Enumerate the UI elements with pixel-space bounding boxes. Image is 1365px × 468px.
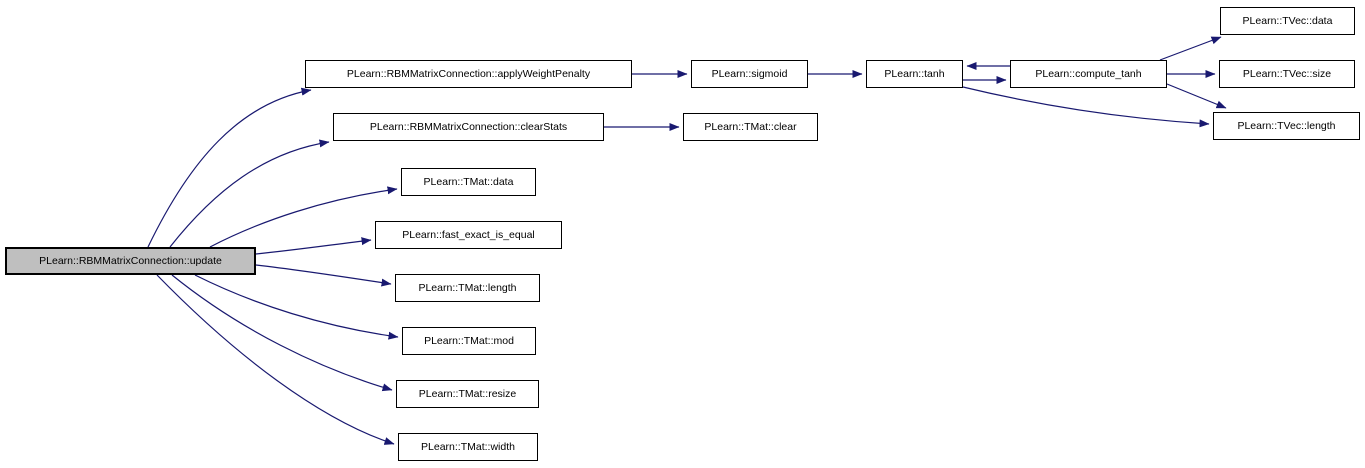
node-tmat_clear[interactable]: PLearn::TMat::clear [683,113,818,141]
node-tanh[interactable]: PLearn::tanh [866,60,963,88]
node-fast_exact_is_equal[interactable]: PLearn::fast_exact_is_equal [375,221,562,249]
node-update: PLearn::RBMMatrixConnection::update [5,247,256,275]
edge-update-clearStats [169,139,330,248]
node-tvec_length[interactable]: PLearn::TVec::length [1213,112,1360,140]
node-tmat_mod[interactable]: PLearn::TMat::mod [402,327,536,355]
edge-update-tmat-data [209,186,398,248]
node-tmat_length[interactable]: PLearn::TMat::length [395,274,540,302]
edge-update-tmat-width [156,274,395,445]
edge-update-applyWeightPenalty [147,87,312,248]
node-tmat_data[interactable]: PLearn::TMat::data [401,168,536,196]
node-sigmoid[interactable]: PLearn::sigmoid [691,60,808,88]
node-tmat_resize[interactable]: PLearn::TMat::resize [396,380,539,408]
node-tmat_width[interactable]: PLearn::TMat::width [398,433,538,461]
edge-compute-tanh-tvec-data [1159,36,1222,61]
node-tvec_data[interactable]: PLearn::TVec::data [1220,7,1355,35]
node-applyWeightPenalty[interactable]: PLearn::RBMMatrixConnection::applyWeight… [305,60,632,88]
node-clearStats[interactable]: PLearn::RBMMatrixConnection::clearStats [333,113,604,141]
edge-compute-tanh-tvec-length [1166,83,1227,109]
edge-tanh-tvec-length [962,86,1210,128]
node-tvec_size[interactable]: PLearn::TVec::size [1219,60,1355,88]
node-compute_tanh[interactable]: PLearn::compute_tanh [1010,60,1167,88]
edge-update-tmat-resize [171,274,393,392]
edge-update-tmat-length [255,264,392,287]
edge-update-tmat-mod [194,274,399,340]
edge-update-fast-exact-is-equal [255,237,372,255]
